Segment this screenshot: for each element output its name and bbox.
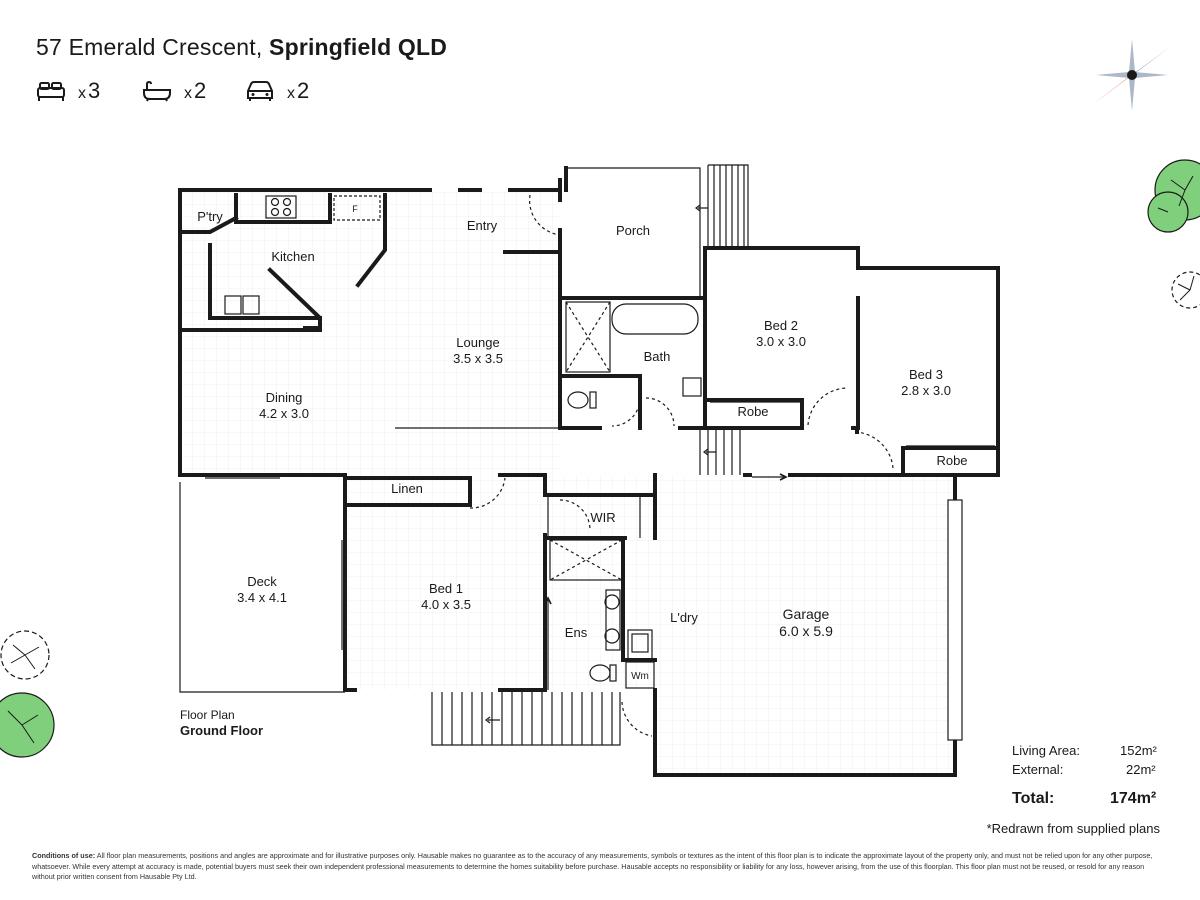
deck-dimensions: 3.4 x 4.1 bbox=[237, 590, 287, 605]
compass-icon bbox=[1092, 39, 1170, 111]
room-label-ensuite: Ens bbox=[564, 625, 588, 640]
fridge-label: F bbox=[352, 204, 358, 214]
room-label-wir: WIR bbox=[590, 510, 616, 525]
bed3-name: Bed 3 bbox=[909, 367, 943, 382]
room-label-garage: Garage 6.0 x 5.9 bbox=[779, 606, 833, 640]
washing-machine-label: Wm bbox=[631, 671, 649, 682]
living-area-row: Living Area: 152m² bbox=[1012, 743, 1157, 758]
feature-x: x bbox=[287, 85, 295, 102]
floor-caption-line1: Floor Plan bbox=[180, 708, 235, 722]
floor-caption-line2: Ground Floor bbox=[180, 723, 264, 738]
dining-dimensions: 4.2 x 3.0 bbox=[259, 406, 309, 421]
total-area-value: 174m² bbox=[1110, 790, 1157, 807]
living-area-value: 152m² bbox=[1120, 743, 1157, 758]
tree-icon bbox=[0, 630, 55, 758]
room-label-bed2: Bed 2 3.0 x 3.0 bbox=[756, 318, 806, 350]
room-label-deck: Deck 3.4 x 4.1 bbox=[237, 574, 287, 606]
thin-lines bbox=[179, 164, 995, 746]
lounge-dimensions: 3.5 x 3.5 bbox=[453, 351, 503, 366]
conditions-label: Conditions of use: bbox=[32, 851, 96, 860]
bath-icon bbox=[143, 80, 171, 102]
bed1-dimensions: 4.0 x 3.5 bbox=[421, 597, 471, 612]
external-area-value: 22m² bbox=[1126, 762, 1156, 777]
tree-icon bbox=[1171, 271, 1200, 309]
room-label-porch: Porch bbox=[616, 223, 650, 238]
floor-caption: Floor Plan Ground Floor bbox=[180, 707, 263, 739]
car-icon bbox=[247, 81, 273, 101]
feature-x: x bbox=[78, 85, 86, 102]
living-area-label: Living Area: bbox=[1012, 743, 1080, 758]
room-label-kitchen: Kitchen bbox=[271, 249, 315, 264]
room-label-lounge: Lounge 3.5 x 3.5 bbox=[453, 335, 503, 367]
bed3-dimensions: 2.8 x 3.0 bbox=[901, 383, 951, 398]
dining-name: Dining bbox=[265, 390, 303, 405]
room-label-linen: Linen bbox=[391, 481, 423, 496]
property-address: 57 Emerald Crescent, Springfield QLD bbox=[36, 34, 447, 61]
external-area-row: External: 22m² bbox=[1012, 762, 1156, 777]
tree-icon bbox=[1147, 159, 1200, 233]
garage-dimensions: 6.0 x 5.9 bbox=[779, 623, 833, 639]
deck-name: Deck bbox=[247, 574, 277, 589]
bed2-name: Bed 2 bbox=[764, 318, 798, 333]
parking-feature: x2 bbox=[245, 78, 309, 104]
room-label-laundry: L'dry bbox=[670, 610, 698, 625]
room-label-robe-bed3: Robe bbox=[936, 453, 968, 468]
bed2-dimensions: 3.0 x 3.0 bbox=[756, 334, 806, 349]
room-label-entry: Entry bbox=[466, 218, 498, 233]
room-label-bed3: Bed 3 2.8 x 3.0 bbox=[901, 367, 951, 399]
walls bbox=[178, 166, 1000, 777]
room-label-bath: Bath bbox=[643, 349, 671, 364]
parking-count: 2 bbox=[297, 78, 310, 103]
bathrooms-feature: x2 bbox=[142, 78, 206, 104]
conditions-text: All floor plan measurements, positions a… bbox=[32, 851, 1153, 881]
room-label-pantry: P'try bbox=[197, 209, 223, 224]
bedrooms-count: 3 bbox=[88, 78, 101, 103]
bed1-name: Bed 1 bbox=[429, 581, 463, 596]
address-street: 57 Emerald Crescent, bbox=[36, 34, 263, 60]
lounge-name: Lounge bbox=[456, 335, 500, 350]
total-area-label: Total: bbox=[1012, 790, 1055, 807]
bedrooms-feature: x3 bbox=[36, 78, 100, 104]
room-label-robe-bed2: Robe bbox=[737, 404, 769, 419]
bathrooms-count: 2 bbox=[194, 78, 207, 103]
room-label-dining: Dining 4.2 x 3.0 bbox=[259, 390, 309, 422]
redrawn-note: *Redrawn from supplied plans bbox=[986, 821, 1160, 836]
conditions-of-use: Conditions of use: All floor plan measur… bbox=[32, 851, 1167, 883]
total-area-row: Total: 174m² bbox=[1012, 790, 1156, 808]
external-area-label: External: bbox=[1012, 762, 1064, 777]
feature-x: x bbox=[184, 85, 192, 102]
bed-icon bbox=[37, 82, 65, 101]
garage-name: Garage bbox=[782, 606, 830, 622]
address-suburb: Springfield QLD bbox=[269, 34, 448, 60]
room-label-bed1: Bed 1 4.0 x 3.5 bbox=[421, 581, 471, 613]
